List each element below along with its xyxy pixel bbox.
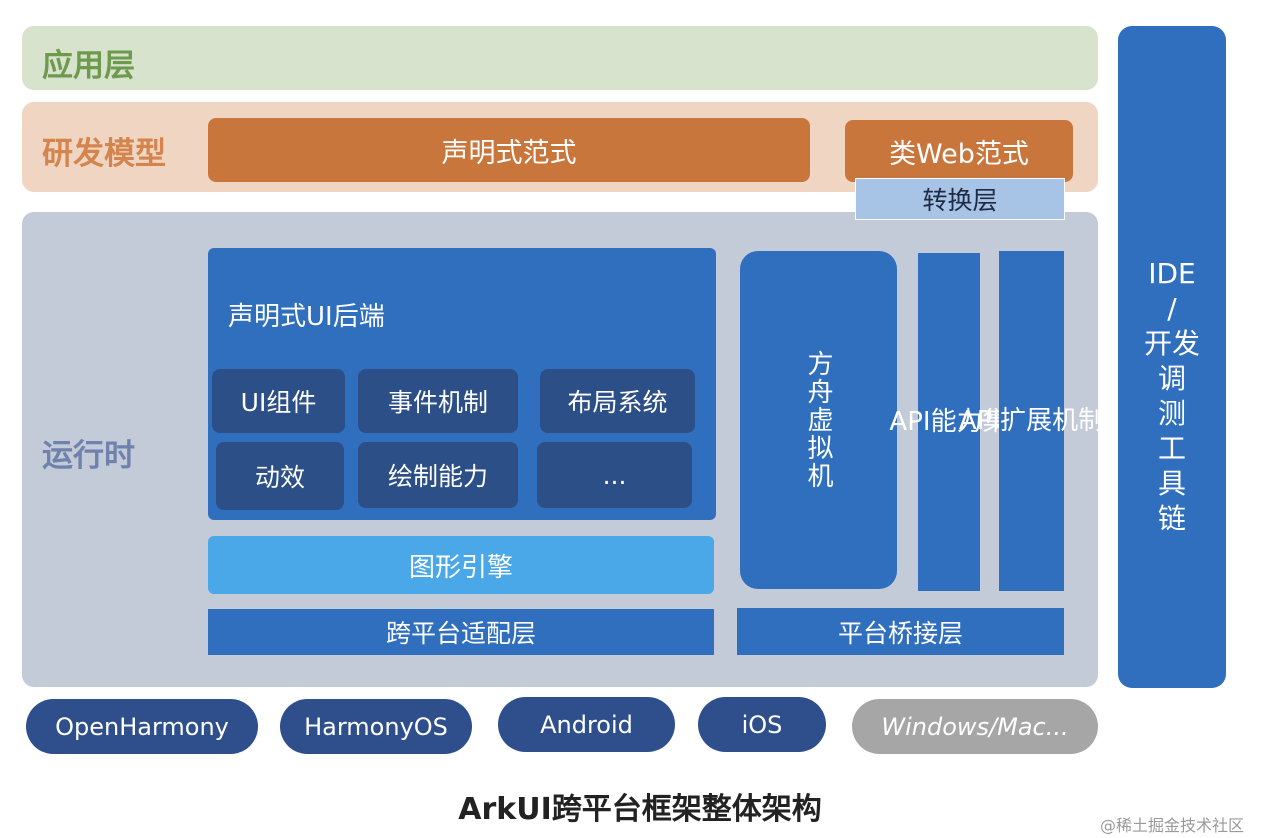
graphics-engine-box: 图形引擎 — [208, 536, 714, 594]
platform-ios: iOS — [698, 697, 826, 752]
dev-model-layer-label: 研发模型 — [42, 136, 166, 172]
conversion-layer-box: 转换层 — [855, 178, 1065, 220]
platform-windows-mac: Windows/Mac... — [852, 699, 1098, 754]
platform-android: Android — [498, 697, 675, 752]
platform-openharmony: OpenHarmony — [26, 699, 258, 754]
module-event-mechanism: 事件机制 — [358, 369, 518, 433]
platform-harmonyos: HarmonyOS — [280, 699, 472, 754]
declarative-paradigm-box: 声明式范式 — [208, 118, 810, 182]
module-more: ... — [537, 442, 692, 508]
ide-toolchain-bar — [1118, 26, 1226, 688]
module-layout-system: 布局系统 — [540, 369, 695, 433]
cross-platform-adapter-layer: 跨平台适配层 — [208, 609, 714, 655]
declarative-ui-backend-title: 声明式UI后端 — [228, 302, 385, 332]
module-drawing-capability: 绘制能力 — [358, 442, 518, 508]
ark-virtual-machine-box: 方舟虚拟机 — [740, 251, 897, 589]
ide-toolchain-label: IDE/开发调测工具链 — [1143, 257, 1200, 535]
module-animation: 动效 — [216, 442, 344, 510]
web-like-paradigm-box: 类Web范式 — [845, 120, 1073, 182]
watermark: @稀土掘金技术社区 — [1100, 816, 1245, 835]
platform-bridge-layer: 平台桥接层 — [737, 608, 1064, 655]
diagram-caption: ArkUI跨平台框架整体架构 — [458, 792, 822, 827]
runtime-layer-label: 运行时 — [42, 438, 135, 474]
module-ui-components: UI组件 — [212, 369, 345, 433]
application-layer — [22, 26, 1098, 90]
application-layer-label: 应用层 — [42, 48, 135, 84]
